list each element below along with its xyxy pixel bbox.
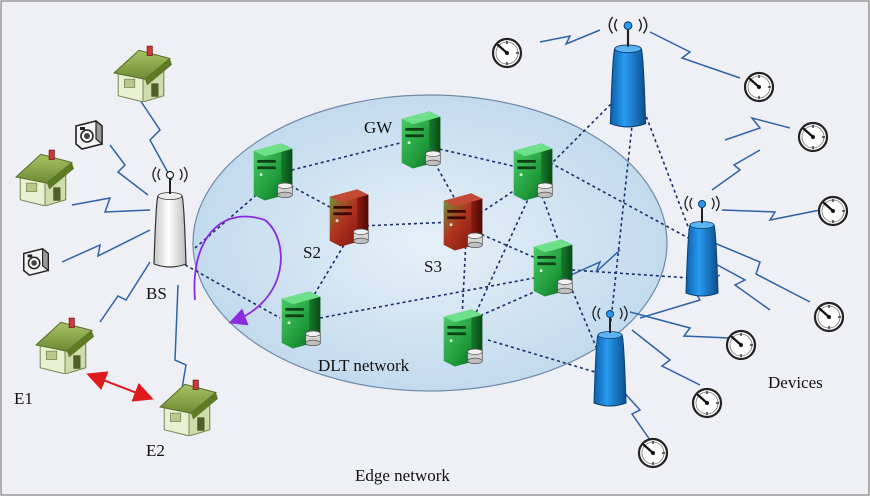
gw-label: GW bbox=[364, 118, 393, 137]
gauge-icon bbox=[491, 37, 523, 69]
e1-label: E1 bbox=[14, 389, 33, 408]
gauge-icon bbox=[797, 121, 829, 153]
dlt-network-label: DLT network bbox=[318, 356, 410, 375]
gauge-icon bbox=[725, 329, 757, 361]
bs-label: BS bbox=[146, 284, 167, 303]
camera-icon bbox=[23, 248, 49, 276]
gauge-icon bbox=[817, 195, 849, 227]
s2-label: S2 bbox=[303, 243, 321, 262]
server-icon bbox=[533, 239, 573, 297]
server-icon bbox=[443, 193, 483, 251]
wireless-link-top bbox=[559, 249, 621, 281]
server-icon bbox=[401, 111, 441, 169]
camera-icon bbox=[75, 120, 103, 150]
server-icon bbox=[253, 143, 293, 201]
e1-e2-arrow bbox=[86, 371, 154, 402]
e2-label: E2 bbox=[146, 441, 165, 460]
gauge-icon bbox=[813, 301, 845, 333]
server-icon bbox=[513, 143, 553, 201]
server-icon bbox=[443, 309, 483, 367]
gauge-icon bbox=[691, 387, 723, 419]
devices-label: Devices bbox=[768, 373, 823, 392]
gauge-icon bbox=[743, 71, 775, 103]
s3-label: S3 bbox=[424, 257, 442, 276]
wireless-links-left bbox=[61, 99, 187, 401]
server-icon bbox=[281, 291, 321, 349]
server-icon bbox=[329, 189, 369, 247]
edge-network-label: Edge network bbox=[355, 466, 450, 485]
purple-curve-arrow bbox=[228, 219, 282, 326]
purple-curve-line bbox=[193, 215, 266, 301]
gauge-icon bbox=[637, 437, 669, 469]
